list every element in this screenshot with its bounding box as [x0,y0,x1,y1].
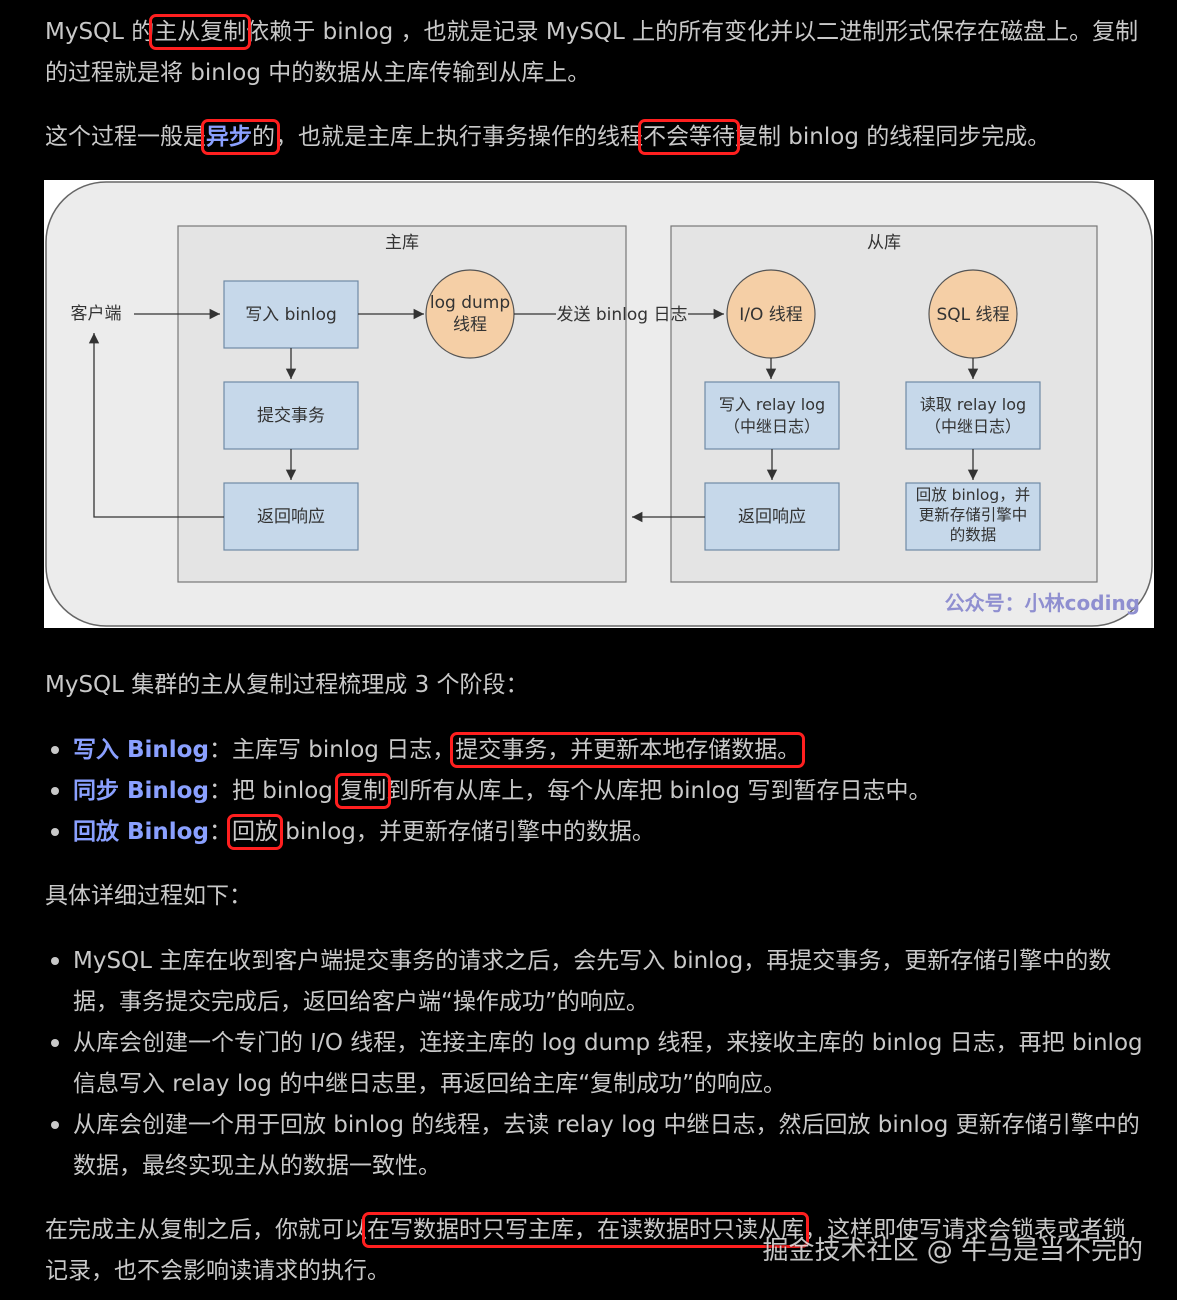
highlight-master-slave-replication: 主从复制 [149,14,252,50]
text-segment: ： [208,819,232,845]
highlight-read-write-split: 在写数据时只写主库，在读数据时只读从库 [362,1212,809,1248]
intro-paragraph-2: 这个过程一般是异步的，也就是主库上执行事务操作的线程不会等待复制 binlog … [45,117,1147,158]
text-segment: binlog，并更新存储引擎中的数据。 [277,819,655,845]
text-segment: 的 [252,124,275,150]
arrow-return-to-client [88,333,224,518]
return-resp-label: 返回响应 [257,507,325,527]
highlight-async: 异步的 [201,119,280,155]
highlight-commit-update: 提交事务，并更新本地存储数据。 [450,732,806,768]
write-relay-box [704,381,840,450]
client-label: 客户端 [71,304,122,324]
write-binlog-box [223,280,359,349]
slave-return-box [704,482,840,551]
slave-return-label: 返回响应 [738,507,806,527]
write-binlog-label: 写入 binlog [245,305,337,325]
bold-async: 异步 [206,124,252,150]
log-dump-label-1: log dump [430,293,510,313]
read-relay-box [905,381,1041,450]
commit-tx-box [223,381,359,450]
detail-item: 从库会创建一个用于回放 binlog 的线程，去读 relay log 中继日志… [45,1105,1147,1187]
highlight-not-wait: 不会等待 [638,119,740,155]
text-segment: 依赖于 binlog ，也就是记录 MySQL 上的所有变化并以二进制形式保存在… [45,19,1139,86]
commit-tx-label: 提交事务 [257,406,325,426]
replay-box [905,482,1041,551]
closing-paragraph: 在完成主从复制之后，你就可以在写数据时只写主库，在读数据时只读从库，这样即使写请… [45,1210,1147,1292]
text-segment: ，这样即使写请求会锁表或者锁记录，也不会影响读请求的执行。 [45,1217,1126,1284]
highlight-replay: 回放 [226,814,283,850]
replay-label-1: 回放 binlog，并 [916,486,1031,504]
highlight-copy: 复制 [335,773,392,809]
replication-diagram: 主库 从库 客户端 写入 binlog 提交事务 返回响应 log dump 线… [44,180,1154,628]
detail-list: MySQL 主库在收到客户端提交事务的请求之后，会先写入 binlog，再提交事… [45,941,1147,1187]
stage-item-replay: 回放 Binlog：回放 binlog，并更新存储引擎中的数据。 [45,812,1147,853]
text-segment: 这个过程一般是 [45,124,206,150]
detail-item: 从库会创建一个专门的 I/O 线程，连接主库的 log dump 线程，来接收主… [45,1023,1147,1105]
stage-title: 写入 Binlog [73,737,209,763]
write-relay-label-1: 写入 relay log [719,395,825,414]
return-resp-box [223,482,359,551]
detail-heading: 具体详细过程如下： [45,883,252,909]
watermark: 掘金技术社区 @ 牛马是当不完的 [762,1236,1143,1266]
stage-title: 回放 Binlog [73,819,209,845]
log-dump-label-2: 线程 [453,315,487,335]
text-segment: ：主库写 binlog 日志， [208,737,456,763]
text-segment: 复制 binlog 的线程同步完成。 [735,124,1051,150]
send-binlog-label: 发送 binlog 日志 [556,305,687,325]
text-segment: ，也就是主库上执行事务操作的线程 [275,124,643,150]
read-relay-label-1: 读取 relay log [920,395,1026,414]
sql-thread-label: SQL 线程 [936,305,1009,325]
log-dump-thread [425,269,515,359]
stage-item-sync: 同步 Binlog：把 binlog 复制到所有从库上，每个从库把 binlog… [45,771,1147,812]
write-relay-label-2: （中继日志） [724,417,820,436]
detail-item: MySQL 主库在收到客户端提交事务的请求之后，会先写入 binlog，再提交事… [45,941,1147,1023]
credit-label: 公众号：小林coding [945,591,1140,615]
read-relay-label-2: （中继日志） [925,417,1021,436]
master-title: 主库 [385,233,419,253]
replay-label-3: 的数据 [950,526,997,544]
replay-label-2: 更新存储引擎中 [919,506,1028,524]
intro-paragraph-1: MySQL 的主从复制依赖于 binlog ，也就是记录 MySQL 上的所有变… [45,12,1147,94]
text-segment: MySQL 的 [45,19,155,45]
text-segment: ：把 binlog [208,778,341,804]
stage-item-write: 写入 Binlog：主库写 binlog 日志，提交事务，并更新本地存储数据。 [45,730,1147,771]
stages-heading: MySQL 集群的主从复制过程梳理成 3 个阶段： [45,672,529,698]
text-segment: 到所有从库上，每个从库把 binlog 写到暂存日志中。 [386,778,932,804]
text-segment: 在完成主从复制之后，你就可以 [45,1217,367,1243]
stages-list: 写入 Binlog：主库写 binlog 日志，提交事务，并更新本地存储数据。 … [45,730,1147,853]
slave-title: 从库 [867,233,901,253]
io-thread-label: I/O 线程 [739,305,803,325]
stage-title: 同步 Binlog [73,778,209,804]
